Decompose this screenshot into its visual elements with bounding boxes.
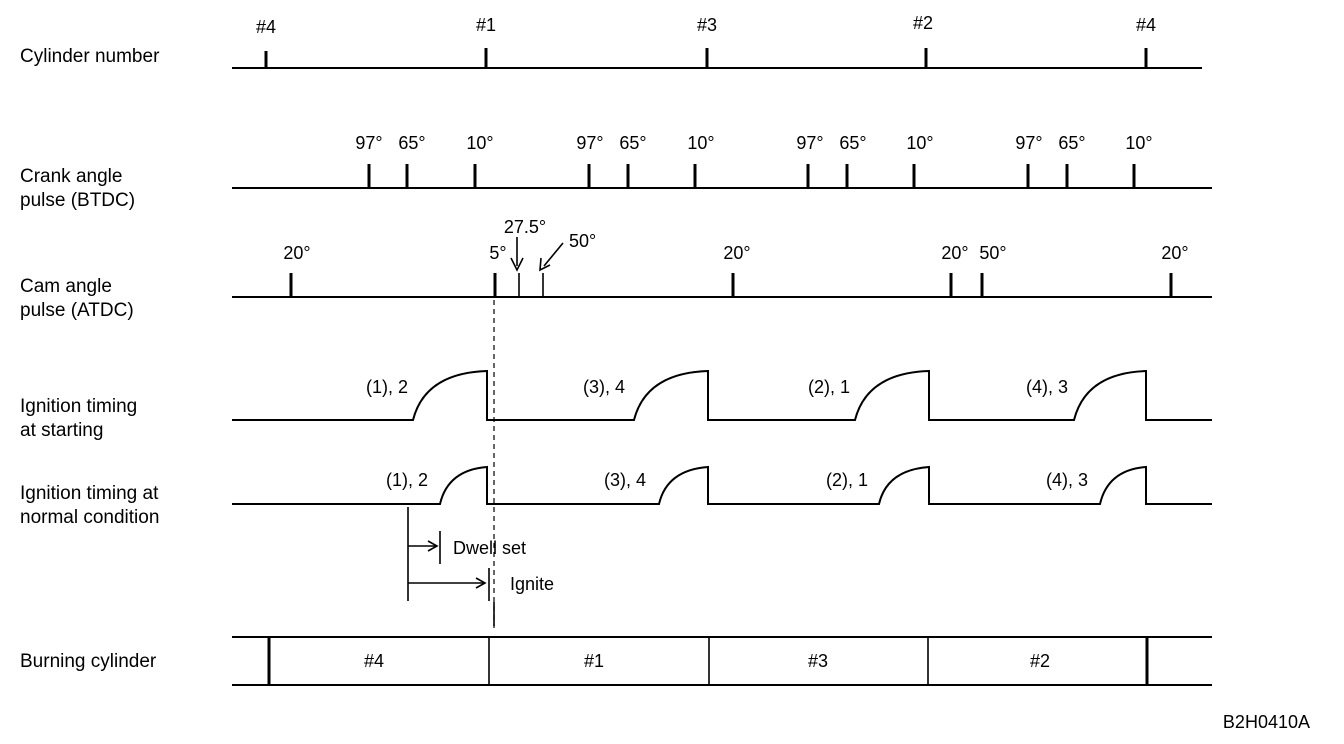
arrow-50 bbox=[543, 242, 564, 267]
ignition-normal-label: (4), 3 bbox=[1046, 470, 1088, 490]
crank-tick-label: 10° bbox=[1125, 133, 1152, 153]
arrowhead-27-5 bbox=[510, 257, 524, 272]
cylinder-number-row: #4 #1 #3 #2 #4 bbox=[232, 13, 1202, 69]
crank-tick-label: 65° bbox=[1058, 133, 1085, 153]
label-ignition-normal-line2: normal condition bbox=[20, 507, 159, 528]
cam-tick-label: 27.5° bbox=[504, 217, 546, 237]
crank-tick-label: 10° bbox=[466, 133, 493, 153]
crank-tick-label: 97° bbox=[796, 133, 823, 153]
crank-tick-label: 97° bbox=[576, 133, 603, 153]
cylinder-tick-label: #2 bbox=[913, 13, 933, 33]
label-burning-cylinder: Burning cylinder bbox=[20, 651, 157, 672]
ignition-normal-waveform bbox=[232, 465, 1212, 505]
crank-tick-label: 65° bbox=[619, 133, 646, 153]
cam-tick-label: 5° bbox=[489, 243, 506, 263]
label-cam-angle-line1: Cam angle bbox=[20, 276, 112, 297]
label-crank-angle-line1: Crank angle bbox=[20, 166, 122, 187]
ignite-label: Ignite bbox=[510, 574, 554, 594]
label-ignition-starting-line2: at starting bbox=[20, 420, 103, 441]
cam-tick-label: 50° bbox=[569, 231, 596, 251]
ignition-starting-row: (1), 2 (3), 4 (2), 1 (4), 3 bbox=[232, 369, 1212, 421]
burning-cylinder-label: #3 bbox=[808, 651, 828, 671]
dwell-arrowhead bbox=[427, 540, 439, 552]
ignite-arrowhead bbox=[475, 577, 487, 589]
label-ignition-starting: Ignition timing at starting bbox=[20, 396, 143, 441]
crank-tick-label: 65° bbox=[839, 133, 866, 153]
cylinder-tick-label: #1 bbox=[476, 15, 496, 35]
dwell-set-label: Dwell set bbox=[453, 538, 526, 558]
cam-tick-label: 50° bbox=[979, 243, 1006, 263]
ignition-normal-row: (1), 2 (3), 4 (2), 1 (4), 3 bbox=[232, 465, 1212, 505]
cam-tick-label: 20° bbox=[941, 243, 968, 263]
ignition-starting-label: (3), 4 bbox=[583, 377, 625, 397]
ignition-normal-label: (2), 1 bbox=[826, 470, 868, 490]
crank-tick-label: 10° bbox=[687, 133, 714, 153]
crank-tick-label: 65° bbox=[398, 133, 425, 153]
label-ignition-starting-line1: Ignition timing bbox=[20, 396, 137, 417]
ignition-normal-label: (3), 4 bbox=[604, 470, 646, 490]
arrowhead-50 bbox=[539, 257, 551, 272]
crank-tick-label: 97° bbox=[1015, 133, 1042, 153]
ignition-starting-label: (2), 1 bbox=[808, 377, 850, 397]
cam-tick-label: 20° bbox=[1161, 243, 1188, 263]
cam-tick-label: 20° bbox=[723, 243, 750, 263]
ignition-starting-waveform bbox=[232, 369, 1212, 421]
dwell-ignite-annotation: Dwell set Ignite bbox=[407, 507, 554, 626]
cylinder-tick-label: #4 bbox=[256, 17, 276, 37]
crank-tick-label: 10° bbox=[906, 133, 933, 153]
label-cam-angle: Cam angle pulse (ATDC) bbox=[20, 276, 134, 321]
cam-tick-label: 20° bbox=[283, 243, 310, 263]
label-ignition-normal: Ignition timing at normal condition bbox=[20, 483, 164, 528]
cylinder-tick-label: #4 bbox=[1136, 15, 1156, 35]
ignition-normal-label: (1), 2 bbox=[386, 470, 428, 490]
label-ignition-normal-line1: Ignition timing at bbox=[20, 483, 159, 504]
burning-cylinder-label: #1 bbox=[584, 651, 604, 671]
label-cam-angle-line2: pulse (ATDC) bbox=[20, 300, 134, 321]
label-crank-angle-line2: pulse (BTDC) bbox=[20, 190, 135, 211]
ignition-starting-label: (4), 3 bbox=[1026, 377, 1068, 397]
cylinder-tick-label: #3 bbox=[697, 15, 717, 35]
crank-angle-row: 97° 65° 10° 97° 65° 10° 97° 65° 10° 97° … bbox=[232, 133, 1212, 189]
burning-cylinder-label: #2 bbox=[1030, 651, 1050, 671]
crank-tick-label: 97° bbox=[355, 133, 382, 153]
label-crank-angle: Crank angle pulse (BTDC) bbox=[20, 166, 135, 211]
label-cylinder-number: Cylinder number bbox=[20, 46, 160, 67]
cam-angle-row: 20° 5° 27.5° 50° 20° 20° 50° 20° bbox=[232, 217, 1212, 298]
ignition-starting-label: (1), 2 bbox=[366, 377, 408, 397]
burning-cylinder-row: #4 #1 #3 #2 bbox=[232, 636, 1212, 686]
burning-cylinder-label: #4 bbox=[364, 651, 384, 671]
figure-id: B2H0410A bbox=[1223, 712, 1310, 732]
